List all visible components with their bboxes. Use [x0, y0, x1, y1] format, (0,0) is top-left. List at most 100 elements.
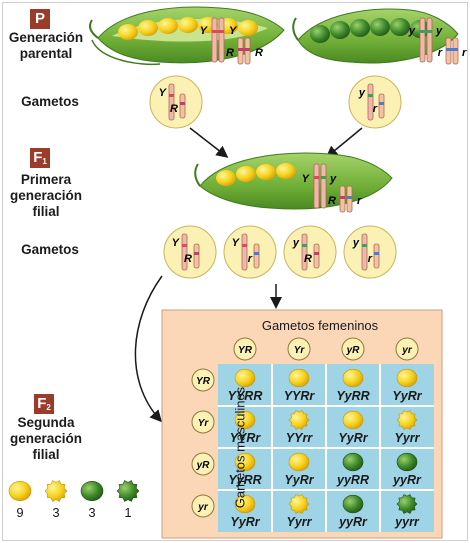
arrow-yellow-to-f1	[189, 127, 229, 158]
genotype-1-0: YYRr	[229, 431, 261, 445]
p-badge: P	[30, 9, 50, 29]
pea-3-0	[234, 494, 256, 514]
genotype-3-0: YyRr	[230, 515, 260, 529]
male-gamete-column: YR Yr yR yr	[191, 368, 215, 518]
pea-0-2	[342, 368, 364, 388]
svg-text:y: y	[352, 237, 360, 249]
genotype-2-2: yyRR	[337, 473, 369, 487]
pea-2-3	[396, 452, 418, 472]
svg-text:y: y	[435, 25, 443, 37]
female-gametes-title: Gametos femeninos	[261, 318, 379, 333]
parent-green-chromosomes: y y r r	[408, 17, 467, 65]
pea-3-3	[396, 494, 418, 514]
svg-text:y: y	[329, 173, 337, 185]
ratio-pea-0	[8, 481, 32, 501]
arrow-curve-to-f2	[134, 275, 163, 423]
genotype-0-1: YYRr	[283, 389, 315, 403]
male-gamete-2-label: yR	[196, 460, 211, 471]
male-gamete-1-label: Yr	[198, 418, 210, 429]
ratio-pea-1	[44, 480, 68, 502]
male-gamete-0-label: YR	[196, 376, 211, 387]
parent-yellow-chromosomes: Y Y R R	[200, 17, 263, 65]
f1-gamete-Yr: Y r	[223, 225, 277, 279]
genotype-0-2: YyRR	[336, 389, 370, 403]
svg-text:r: r	[462, 47, 467, 59]
svg-text:Y: Y	[200, 25, 209, 37]
male-gamete-3-label: yr	[197, 502, 209, 513]
phenotype-ratio	[8, 480, 140, 502]
ratio-count-1: 9	[16, 505, 24, 520]
genotype-1-2: YyRr	[338, 431, 368, 445]
svg-text:R: R	[255, 47, 263, 59]
pea-0-0	[234, 368, 256, 388]
parent-gamete-green: y r	[348, 75, 402, 129]
genotype-2-3: yyRr	[393, 473, 421, 487]
female-gamete-1	[287, 337, 311, 361]
svg-text:y: y	[358, 87, 366, 99]
f1-badge: F1	[30, 148, 50, 168]
svg-text:y: y	[408, 25, 416, 37]
genotype-3-1: Yyrr	[286, 515, 312, 529]
f1-gamete-YR: Y R	[163, 225, 217, 279]
pea-1-0	[234, 410, 256, 430]
pea-3-1	[288, 494, 310, 514]
male-gamete-0	[191, 368, 215, 392]
svg-text:r: r	[438, 47, 443, 59]
svg-text:Y: Y	[232, 237, 241, 249]
svg-text:Y: Y	[302, 173, 311, 185]
svg-text:R: R	[226, 47, 234, 59]
svg-text:R: R	[170, 103, 178, 115]
svg-text:r: r	[248, 253, 253, 265]
female-gamete-2-label: yR	[346, 345, 361, 356]
parent-green-pod	[292, 8, 459, 64]
svg-text:y: y	[292, 237, 300, 249]
svg-text:r: r	[373, 103, 378, 115]
svg-text:Y: Y	[172, 237, 181, 249]
female-gamete-3	[395, 337, 419, 361]
f1-chromosomes: Y y R r	[302, 163, 362, 213]
f1-pod	[194, 152, 393, 210]
genotype-0-0: YYRR	[227, 389, 263, 403]
genotype-3-3: yyrr	[395, 515, 419, 529]
svg-text:Y: Y	[229, 25, 238, 37]
pea-0-3	[396, 368, 418, 388]
svg-text:R: R	[328, 195, 336, 207]
male-gamete-2	[191, 452, 215, 476]
ratio-count-3: 3	[88, 505, 96, 520]
pea-2-1	[288, 452, 310, 472]
pea-0-1	[288, 368, 310, 388]
genotype-2-1: YyRr	[284, 473, 314, 487]
parent-gamete-yellow: Y R	[149, 75, 203, 129]
gametes-label-2: Gametos	[21, 242, 79, 257]
pea-1-1	[288, 410, 310, 430]
svg-text:R: R	[304, 253, 312, 265]
female-gamete-1-label: Yr	[294, 345, 306, 356]
ratio-pea-2	[80, 481, 104, 501]
genotype-0-3: YyRr	[392, 389, 422, 403]
female-gamete-0-label: YR	[238, 345, 253, 356]
genotype-2-0: YyRR	[228, 473, 262, 487]
svg-text:Y: Y	[159, 87, 168, 99]
svg-text:r: r	[368, 253, 373, 265]
ratio-count-4: 1	[124, 505, 132, 520]
pea-1-3	[396, 410, 418, 430]
genotype-3-2: yyRr	[339, 515, 367, 529]
ratio-count-2: 3	[52, 505, 60, 520]
female-gamete-2	[341, 337, 365, 361]
f1-gamete-yr: y r	[343, 225, 397, 279]
male-gamete-3	[191, 494, 215, 518]
punnett-cells	[234, 368, 418, 514]
pea-2-0	[234, 452, 256, 472]
arrow-green-to-f1	[325, 127, 363, 158]
genotype-1-3: Yyrr	[394, 431, 420, 445]
ratio-pea-3	[116, 480, 140, 502]
genotype-1-1: YYrr	[285, 431, 313, 445]
pea-2-2	[342, 452, 364, 472]
f1-gamete-yR: y R	[283, 225, 337, 279]
f2-badge: F2	[34, 394, 54, 414]
male-gamete-1	[191, 410, 215, 434]
